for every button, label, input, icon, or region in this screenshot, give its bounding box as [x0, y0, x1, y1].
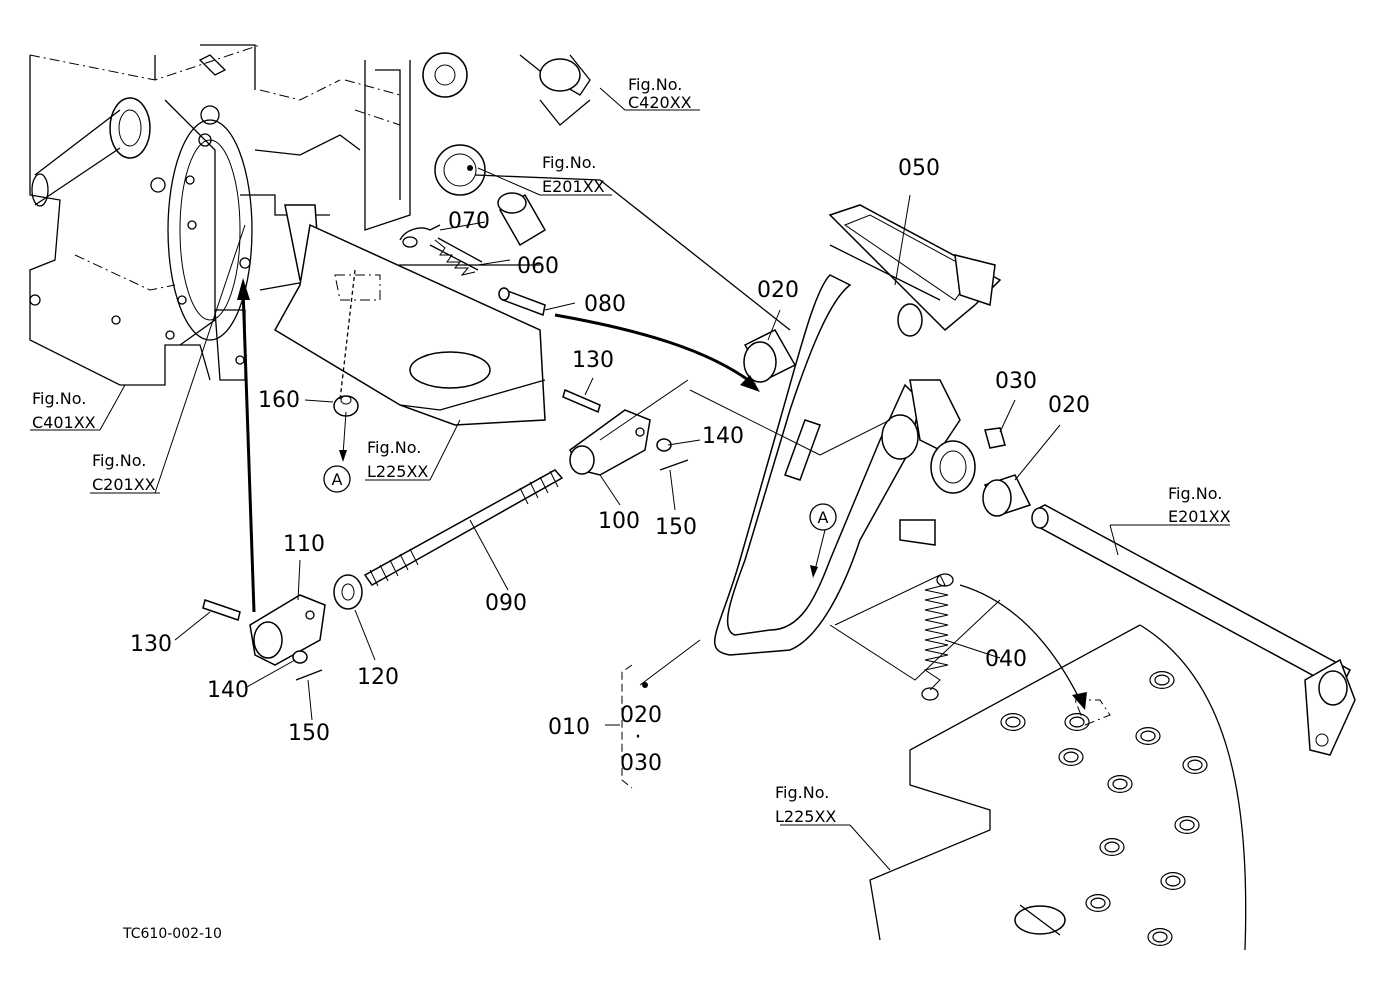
fig-ref-c401-line2: C401XX	[32, 413, 96, 432]
floor-hole	[1179, 819, 1195, 831]
grease-nipple	[984, 427, 1006, 449]
part-label-120: 120	[357, 665, 399, 690]
part-label-030-c: 030	[620, 751, 662, 776]
floor-hole	[1005, 716, 1021, 728]
part-label-150-b: 150	[288, 721, 330, 746]
floor-hole	[1063, 751, 1079, 763]
part-label-060: 060	[517, 254, 559, 279]
part-label-140-b: 140	[207, 678, 249, 703]
pin-080	[498, 287, 546, 317]
group-bracket	[605, 664, 648, 789]
floor-hole	[1140, 730, 1156, 742]
fig-ref-c420-line1: Fig.No.	[628, 75, 682, 94]
floor-hole	[1152, 931, 1168, 943]
bushing-top	[497, 192, 547, 247]
floor-hole	[1112, 778, 1128, 790]
leader-lines	[30, 87, 1230, 871]
spring-060	[429, 237, 483, 276]
floor-hole	[1104, 841, 1120, 853]
assembly-arrows	[237, 79, 1111, 726]
bushing-upper	[743, 329, 797, 383]
part-label-020-a: 020	[757, 278, 799, 303]
nut-120	[333, 574, 363, 610]
marker-circle-a-pedal	[809, 503, 837, 531]
part-label-010: 010	[548, 715, 590, 740]
part-label-090: 090	[485, 591, 527, 616]
fig-ref-c201-line1: Fig.No.	[92, 451, 146, 470]
fig-references: Fig.No. C420XX Fig.No. E201XX Fig.No. C4…	[32, 75, 1231, 826]
part-label-040: 040	[985, 647, 1027, 672]
part-label-080: 080	[584, 292, 626, 317]
pedal-pad	[828, 204, 1002, 332]
floor-plate-holes	[1000, 670, 1208, 946]
fig-ref-l225-mid-line2: L225XX	[367, 462, 428, 481]
group-dot: ·	[635, 725, 642, 750]
part-label-070: 070	[448, 209, 490, 234]
part-label-130-b: 130	[130, 632, 172, 657]
fig-ref-e201-right-line1: Fig.No.	[1168, 484, 1222, 503]
marker-a-pedal: A	[818, 508, 829, 527]
pedal-arm	[714, 274, 976, 656]
bracket-plate	[273, 204, 546, 426]
part-label-150-a: 150	[655, 515, 697, 540]
part-label-020-c: 020	[620, 703, 662, 728]
fig-ref-c420-line2: C420XX	[628, 93, 692, 112]
clevis-110	[202, 594, 326, 681]
marker-circle-a-left	[323, 465, 351, 493]
fig-ref-c401-line1: Fig.No.	[32, 389, 86, 408]
pedal-shaft	[1031, 504, 1356, 756]
floor-hole	[1090, 897, 1106, 909]
fig-ref-e201-top-line2: E201XX	[542, 177, 605, 196]
fig-ref-l225-bottom-line2: L225XX	[775, 807, 836, 826]
fig-ref-e201-top-line1: Fig.No.	[542, 153, 596, 172]
part-label-030-a: 030	[995, 369, 1037, 394]
snap-pin-070	[399, 224, 441, 248]
floor-plate	[869, 624, 1247, 951]
transmission-housing	[29, 44, 361, 386]
part-numbers: 050 070 060 080 020 030 020 130 160 140 …	[130, 156, 1090, 776]
part-label-100: 100	[598, 509, 640, 534]
part-label-140-a: 140	[702, 424, 744, 449]
rod-090	[363, 469, 564, 587]
fig-ref-e201-right-line2: E201XX	[1168, 507, 1231, 526]
fig-ref-c201-line2: C201XX	[92, 475, 156, 494]
fig-ref-l225-bottom-line1: Fig.No.	[775, 783, 829, 802]
marker-a-left: A	[332, 470, 343, 489]
figure-code: TC610-002-10	[122, 926, 222, 942]
floor-hole	[1165, 875, 1181, 887]
floor-hole	[1187, 759, 1203, 771]
center-housing	[259, 52, 791, 331]
clevis-100	[562, 388, 689, 476]
part-label-110: 110	[283, 532, 325, 557]
part-label-020-b: 020	[1048, 393, 1090, 418]
fig-ref-l225-mid-line1: Fig.No.	[367, 438, 421, 457]
washer-160	[333, 395, 359, 417]
part-label-160: 160	[258, 388, 300, 413]
part-label-050: 050	[898, 156, 940, 181]
bushing-lower	[982, 474, 1032, 517]
return-spring	[921, 573, 954, 701]
part-label-130-a: 130	[572, 348, 614, 373]
floor-hole	[1069, 716, 1085, 728]
floor-hole	[1154, 674, 1170, 686]
